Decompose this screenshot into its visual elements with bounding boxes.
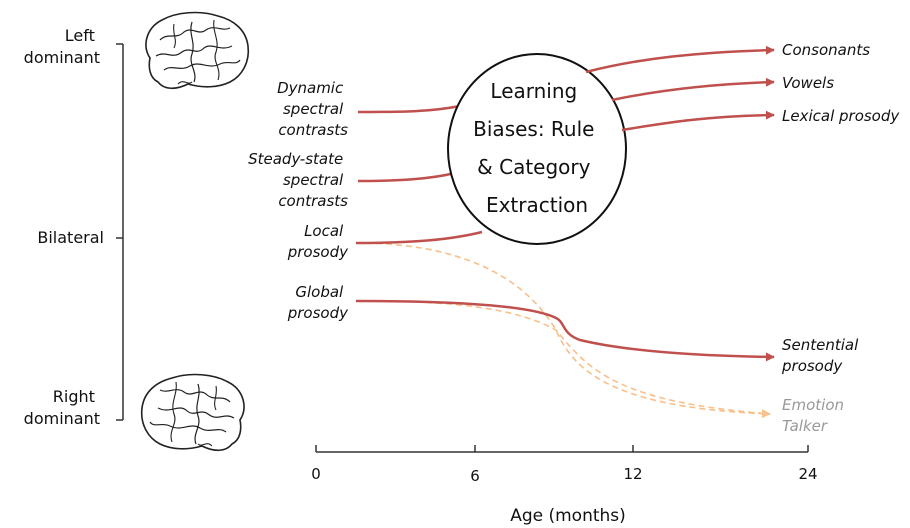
left-dominant-label: Left dominant xyxy=(24,26,100,67)
age-tick-0: 0 xyxy=(311,465,321,483)
output-emotion-talker: Emotion Talker xyxy=(782,396,849,435)
path-to-lexical-prosody xyxy=(621,110,775,132)
brain-icon xyxy=(145,11,250,90)
input-dynamic-spectral-contrasts: Dynamic spectral contrasts xyxy=(277,79,348,139)
age-tick-12: 12 xyxy=(623,465,642,483)
age-tick-24: 24 xyxy=(798,465,817,483)
brain-icon xyxy=(140,373,245,452)
input-steady-state-spectral-contrasts: Steady-state spectral contrasts xyxy=(248,150,348,210)
age-axis-label: Age (months) xyxy=(510,506,626,526)
output-vowels: Vowels xyxy=(782,74,834,92)
path-to-consonants xyxy=(585,45,775,74)
output-lexical-prosody: Lexical prosody xyxy=(782,107,900,125)
path-global-to-sentential xyxy=(355,299,775,362)
output-sentential-prosody: Sentential prosody xyxy=(781,336,863,375)
path-dynamic-in xyxy=(357,104,461,114)
input-global-prosody: Global prosody xyxy=(287,283,349,322)
output-consonants: Consonants xyxy=(782,41,870,59)
age-axis xyxy=(315,445,809,453)
path-local-in xyxy=(355,230,483,245)
right-dominant-label: Right dominant xyxy=(24,387,100,428)
path-steady-in xyxy=(357,171,456,183)
age-tick-6: 6 xyxy=(470,467,480,485)
dashed-path-global-to-talker xyxy=(355,300,771,415)
path-to-vowels xyxy=(611,77,775,102)
learning-biases-circle: Learning Biases: Rule & Category Extract… xyxy=(447,53,627,245)
svg-text:Learning Biases: Rule: Learning Biases: Rule & Category Extract… xyxy=(473,79,601,217)
input-local-prosody: Local prosody xyxy=(287,222,349,261)
dashed-path-local-to-emotion xyxy=(355,242,771,419)
bilateral-label: Bilateral xyxy=(37,228,104,247)
lateralization-axis xyxy=(116,43,124,421)
